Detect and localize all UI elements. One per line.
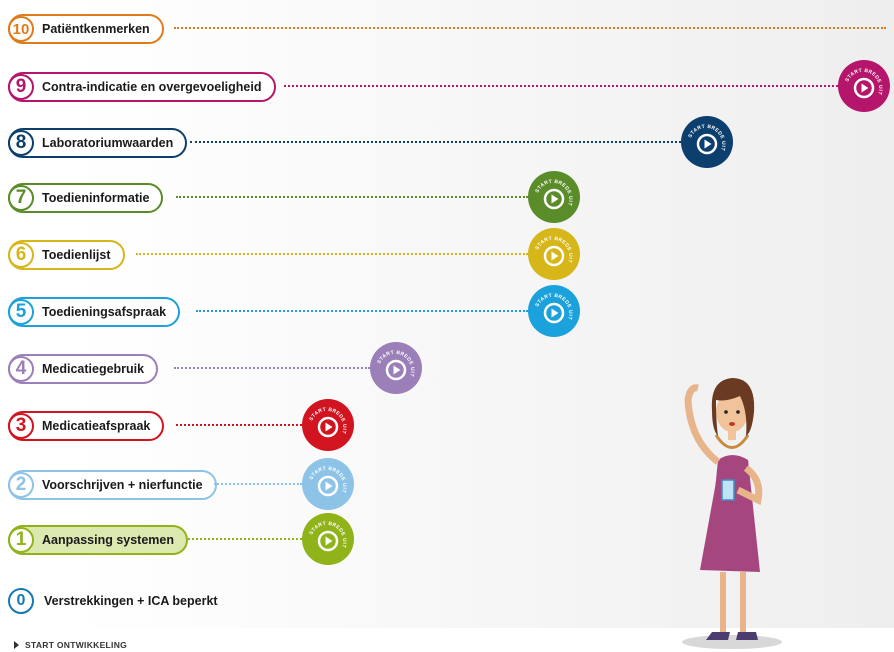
step-3: 3 Medicatieafspraak START BREDE UITROL [8,399,888,451]
step-label: Laboratoriumwaarden [42,136,174,150]
step-4: 4 Medicatiegebruik START BREDE UITROL [8,342,888,394]
dotted-line [174,27,886,29]
step-2: 2 Voorschrijven + nierfunctie START BREDE … [8,458,888,510]
step-pill: 5 Toedieningsafspraak [8,297,181,327]
step-label: Toedienlijst [42,248,111,262]
dotted-line [188,538,302,540]
step-number: 6 [8,242,34,268]
step-1: 1 Aanpassing systemen START BREDE UITROL [8,513,888,565]
start-brede-uitrol-badge[interactable]: START BREDE UITROL [302,458,354,510]
step-pill: 2 Voorschrijven + nierfunctie [8,470,217,500]
start-brede-uitrol-badge[interactable]: START BREDE UITROL [370,342,422,394]
step-number: 1 [8,527,34,553]
start-brede-uitrol-badge[interactable]: START BREDE UITROL [838,60,890,112]
start-brede-uitrol-badge[interactable]: START BREDE UITROL [302,399,354,451]
step-10: 10 Patiëntkenmerken [8,14,888,44]
triangle-right-icon [14,641,19,649]
step-pill: 6 Toedienlijst [8,240,125,270]
step-label: Aanpassing systemen [42,533,174,547]
step-pill: 7 Toedieninformatie [8,183,164,213]
dotted-line [174,367,370,369]
dotted-line [214,483,302,485]
start-brede-uitrol-badge[interactable]: START BREDE UITROL [528,285,580,337]
step-6: 6 Toedienlijst START BREDE UITROL [8,228,888,280]
step-label: Medicatiegebruik [42,362,145,376]
step-pill: 1 Aanpassing systemen [8,525,188,555]
woman-illustration [682,378,782,649]
start-brede-uitrol-badge[interactable]: START BREDE UITROL [681,116,733,168]
step-label: Toedieningsafspraak [42,305,167,319]
step-9: 9 Contra-indicatie en overgevoeligheid STA… [8,60,890,112]
step-number: 3 [8,413,34,439]
start-brede-uitrol-badge[interactable]: START BREDE UITROL [528,228,580,280]
step-label: Medicatieafspraak [42,419,151,433]
step-number: 4 [8,356,34,382]
step-label: Patiëntkenmerken [42,22,150,36]
step-number: 2 [8,472,34,498]
step-7: 7 Toedieninformatie START BREDE UITROL [8,171,888,223]
step-pill: 9 Contra-indicatie en overgevoeligheid [8,72,276,102]
step-pill: 10 Patiëntkenmerken [8,14,164,44]
step-8: 8 Laboratoriumwaarden START BREDE UITROL [8,116,888,168]
step-pill: 3 Medicatieafspraak [8,411,165,441]
dotted-line [190,141,681,143]
step-label: Contra-indicatie en overgevoeligheid [42,80,262,94]
start-ontwikkeling: START ONTWIKKELING [14,640,127,650]
step-label: Voorschrijven + nierfunctie [42,478,203,492]
step-number: 0 [8,588,34,614]
step-0: 0 Verstrekkingen + ICA beperkt [8,588,218,614]
step-number: 8 [8,130,34,156]
start-brede-uitrol-badge[interactable]: START BREDE UITROL [528,171,580,223]
step-5: 5 Toedieningsafspraak START BREDE UITROL [8,285,888,337]
start-ontwikkeling-label: START ONTWIKKELING [25,640,128,650]
dotted-line [176,424,302,426]
step-number: 7 [8,185,34,211]
dotted-line [284,85,838,87]
step-pill: 4 Medicatiegebruik [8,354,159,384]
step-label: Verstrekkingen + ICA beperkt [44,594,218,608]
step-number: 9 [8,74,34,100]
step-pill: 8 Laboratoriumwaarden [8,128,188,158]
step-label: Toedieninformatie [42,191,150,205]
dotted-line [136,253,528,255]
dotted-line [176,196,528,198]
start-brede-uitrol-badge[interactable]: START BREDE UITROL [302,513,354,565]
dotted-line [196,310,528,312]
step-number: 5 [8,299,34,325]
step-number: 10 [8,16,34,42]
